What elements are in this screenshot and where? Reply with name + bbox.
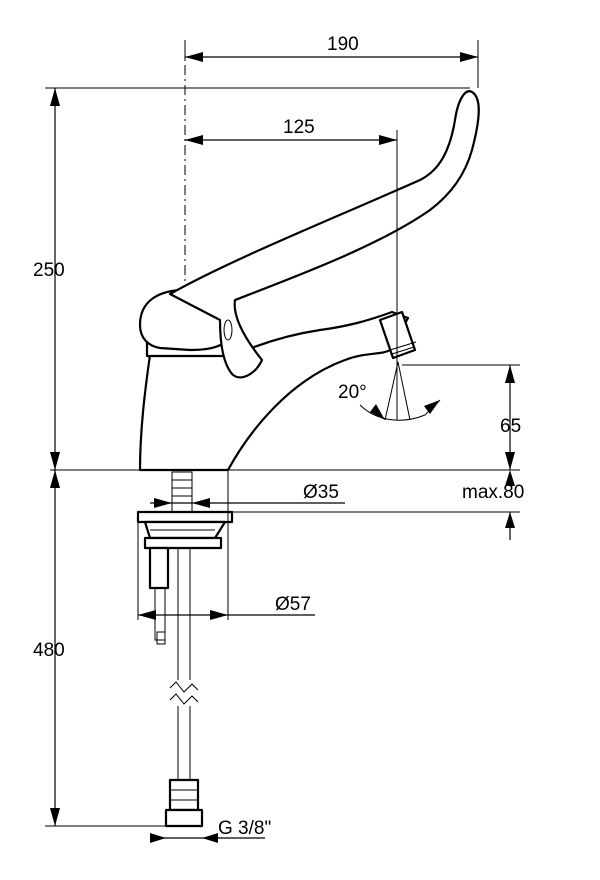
label-125: 125 — [283, 117, 315, 138]
label-480: 480 — [33, 640, 65, 661]
label-65: 65 — [500, 416, 521, 437]
dimension-lines — [45, 40, 520, 843]
label-190: 190 — [327, 34, 359, 55]
mounting-hardware — [50, 469, 520, 828]
dimension-labels: 190 125 250 20° 65 Ø35 max.80 Ø57 480 G … — [33, 34, 524, 839]
label-250: 250 — [33, 260, 65, 281]
label-max-80: max.80 — [462, 482, 524, 503]
label-20-degree: 20° — [338, 382, 367, 403]
faucet-body — [138, 90, 480, 472]
label-diameter-35: Ø35 — [303, 482, 339, 503]
label-g-3-8: G 3/8" — [218, 818, 271, 839]
label-diameter-57: Ø57 — [275, 594, 311, 615]
